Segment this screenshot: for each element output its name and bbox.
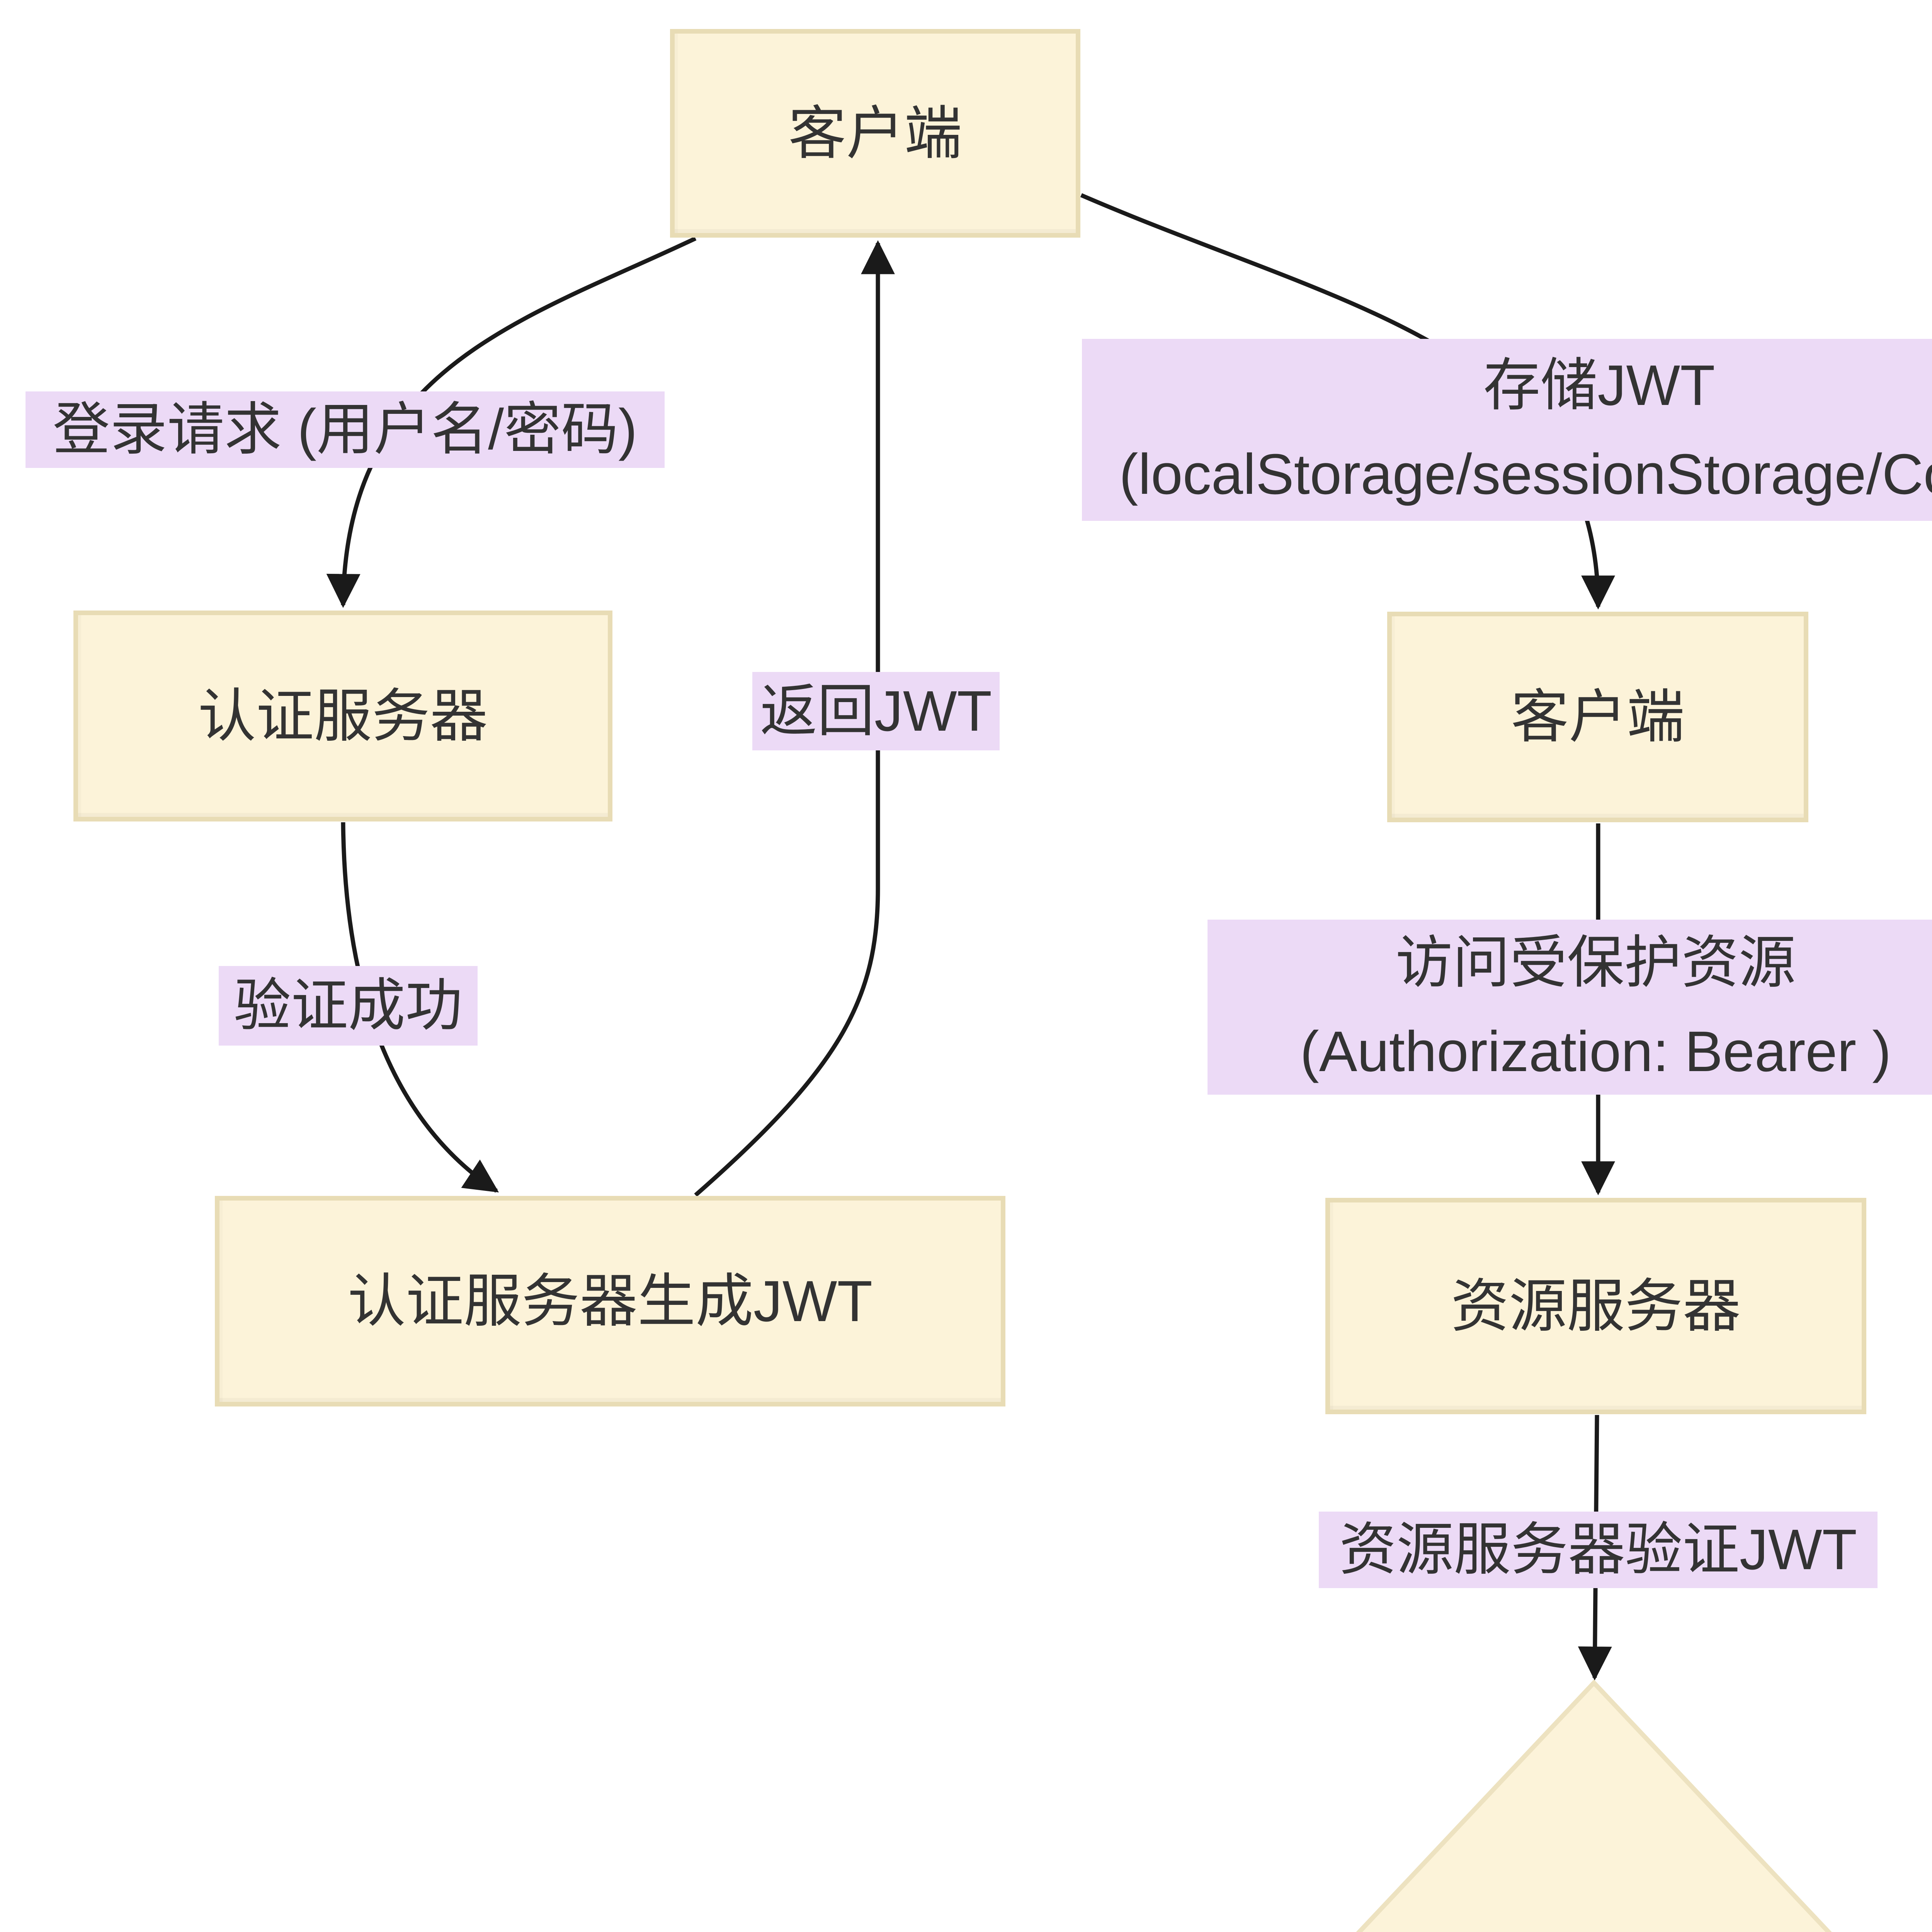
node-auth-generate-jwt: 认证服务器生成JWT — [215, 1196, 1005, 1406]
edge-label-store-jwt-line1: 存储JWT — [1483, 354, 1715, 418]
edge-label-verify-success-text: 验证成功 — [234, 974, 463, 1038]
edge-label-store-jwt-line2: (localStorage/sessionStorage/Cookie) — [1119, 442, 1932, 506]
decision-diamond — [1356, 1679, 1832, 1932]
edge-label-access-resource-line1: 访问受保护资源 — [1395, 931, 1796, 995]
node-resource-server: 资源服务器 — [1325, 1198, 1866, 1414]
node-client-store-label: 客户端 — [1510, 684, 1685, 750]
node-auth-server-label: 认证服务器 — [198, 683, 488, 748]
edge-login-request — [326, 236, 697, 608]
edge-label-access-resource-line2: (Authorization: Bearer ) — [1300, 1019, 1891, 1083]
node-auth-generate-jwt-label: 认证服务器生成JWT — [347, 1269, 873, 1334]
edge-label-access-resource: 访问受保护资源 (Authorization: Bearer ) — [1208, 920, 1932, 1095]
node-client-store: 客户端 — [1387, 612, 1808, 822]
edge-return-jwt — [694, 240, 895, 1197]
edge-label-return-jwt: 返回JWT — [752, 672, 1000, 750]
decision-label: JWT有效？ — [1332, 1917, 1856, 1932]
node-client-top-label: 客户端 — [788, 100, 962, 166]
node-client-top: 客户端 — [670, 29, 1080, 238]
edge-label-verify-success: 验证成功 — [219, 966, 478, 1046]
edge-label-validate-jwt-text: 资源服务器验证JWT — [1339, 1518, 1857, 1582]
node-resource-server-label: 资源服务器 — [1451, 1273, 1741, 1338]
edge-label-return-jwt-text: 返回JWT — [760, 679, 992, 743]
node-auth-server: 认证服务器 — [73, 611, 612, 821]
edge-label-validate-jwt: 资源服务器验证JWT — [1319, 1512, 1878, 1588]
edge-label-login-request-text: 登录请求 (用户名/密码) — [53, 398, 638, 462]
edge-label-store-jwt: 存储JWT (localStorage/sessionStorage/Cooki… — [1082, 339, 1932, 521]
edge-label-login-request: 登录请求 (用户名/密码) — [26, 391, 665, 468]
